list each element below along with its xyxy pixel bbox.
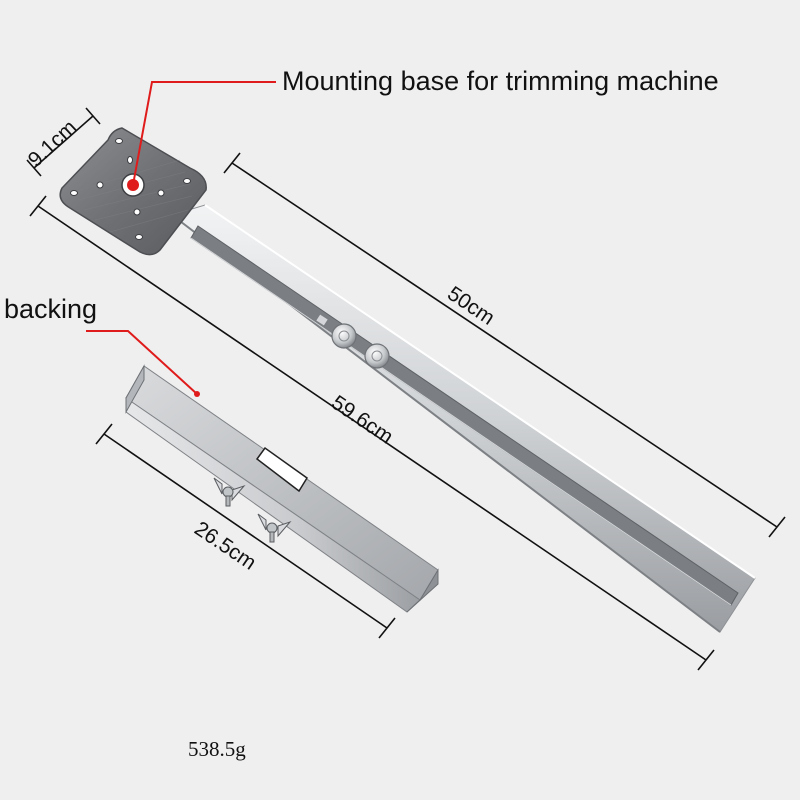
backing-top-face	[125, 365, 439, 601]
slide-knobs	[314, 313, 390, 369]
callouts	[86, 81, 276, 395]
dim-50-line	[231, 162, 778, 528]
label-length-265: 26.5cm	[190, 517, 260, 575]
rail-assembly	[59, 127, 756, 633]
backing-bar	[125, 364, 439, 613]
label-weight: 538.5g	[188, 737, 246, 761]
callout-mounting-base	[132, 81, 276, 186]
dim-596-line	[37, 205, 707, 661]
label-length-596: 59.6cm	[327, 391, 397, 449]
callout-backing	[86, 330, 198, 395]
wing-nuts	[213, 477, 292, 543]
dim-265-line	[103, 433, 388, 629]
knob-2	[364, 343, 390, 369]
label-backing: backing	[4, 294, 97, 324]
knob-1	[331, 323, 357, 349]
screw-holes	[70, 138, 191, 240]
dimension-lines	[26, 107, 786, 671]
rail-edge	[204, 204, 756, 579]
backing-cutout	[255, 446, 309, 493]
label-mounting-base: Mounting base for trimming machine	[282, 66, 719, 96]
rail-slot	[190, 225, 739, 606]
callout-dot	[127, 179, 139, 191]
label-width-91: 9.1cm	[24, 116, 82, 172]
dim-91-line	[33, 115, 94, 169]
